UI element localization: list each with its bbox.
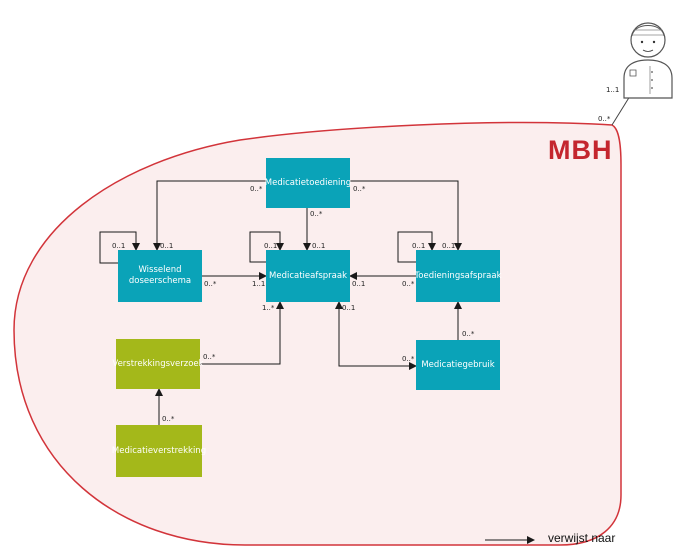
card-mt-left: 0..* bbox=[250, 185, 263, 193]
link-mt-wisselend bbox=[153, 180, 266, 251]
card-ta-top: 0..1 bbox=[442, 242, 456, 250]
box-label: Medicatieafspraak bbox=[269, 270, 347, 281]
box-medicatiegebruik: Medicatiegebruik bbox=[416, 340, 500, 390]
card-wd-top: 0..1 bbox=[160, 242, 174, 250]
card-wd-right: 0..* bbox=[204, 280, 217, 288]
card-mg-top: 0..* bbox=[462, 330, 475, 338]
card-ma-bottom-right: 0..1 bbox=[342, 304, 356, 312]
box-verstrekkingsverzoek: Verstrekkingsverzoek bbox=[112, 339, 204, 389]
box-wisselend-doseerschema: Wisselend doseerschema bbox=[118, 250, 202, 302]
card-ma-self: 0..1 bbox=[264, 242, 278, 250]
card-mv-top: 0..* bbox=[162, 415, 175, 423]
patient-icon bbox=[623, 22, 673, 99]
selfloop-medicatieafspraak bbox=[249, 231, 284, 263]
box-medicatieafspraak: Medicatieafspraak bbox=[266, 250, 350, 302]
card-patient-0: 0..* bbox=[598, 115, 611, 123]
selfloop-wisselend bbox=[99, 231, 140, 264]
box-label: Medicatieverstrekking bbox=[111, 445, 207, 456]
card-vv-right: 0..* bbox=[203, 353, 216, 361]
card-ma-top: 0..1 bbox=[312, 242, 326, 250]
selfloop-toedieningsafspraak bbox=[397, 231, 436, 263]
box-label: Medicatiegebruik bbox=[421, 359, 495, 370]
card-ta-self: 0..1 bbox=[412, 242, 426, 250]
link-verstrekkingsverzoek-medicatieafspraak bbox=[200, 301, 284, 365]
box-label: Verstrekkingsverzoek bbox=[112, 358, 204, 369]
patient-link bbox=[611, 95, 631, 126]
card-wd-self: 0..1 bbox=[112, 242, 126, 250]
box-label: Wisselend doseerschema bbox=[128, 265, 192, 286]
card-mt-right: 0..* bbox=[353, 185, 366, 193]
card-mt-bottom: 0..* bbox=[310, 210, 323, 218]
card-ma-right: 0..1 bbox=[352, 280, 366, 288]
box-medicatietoediening: Medicatietoediening bbox=[264, 158, 352, 208]
card-patient-1: 1..1 bbox=[606, 86, 620, 94]
card-ma-bottom-left: 1..* bbox=[262, 304, 275, 312]
box-label: Medicatietoediening bbox=[264, 177, 352, 188]
box-toedieningsafspraak: Toedieningsafspraak bbox=[414, 250, 502, 302]
legend-label: verwijst naar bbox=[548, 531, 616, 545]
card-ta-left: 0..* bbox=[402, 280, 415, 288]
box-label: Toedieningsafspraak bbox=[414, 270, 502, 281]
card-mg-left: 0..* bbox=[402, 355, 415, 363]
box-medicatieverstrekking: Medicatieverstrekking bbox=[112, 425, 206, 477]
link-mt-toedieningsafspraak bbox=[350, 180, 462, 251]
diagram-title: MBH bbox=[548, 135, 613, 165]
card-ma-left: 1..1 bbox=[252, 280, 266, 288]
